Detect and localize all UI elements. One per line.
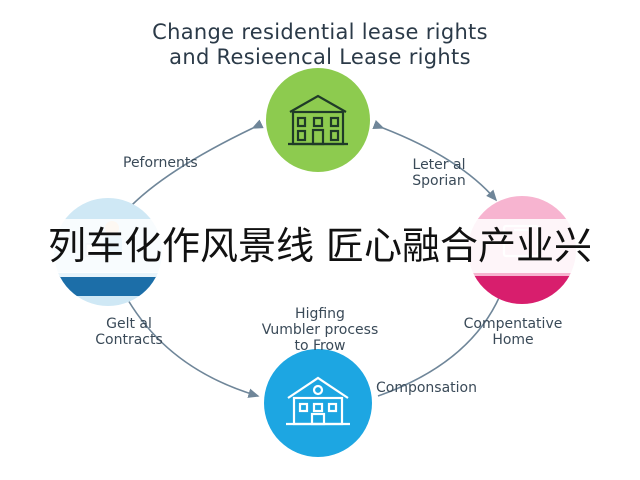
label-top-right-line-1: Leter al	[412, 157, 466, 173]
label-top-left: Pefornents	[123, 155, 198, 171]
label-center-line-2: Vumbler process	[261, 322, 379, 338]
label-bottom-left: Gelt al Contracts	[74, 316, 184, 348]
label-bottom-right: Compentative Home	[450, 316, 576, 348]
diagram-title-line-2: and Resieencal Lease rights	[169, 45, 471, 69]
label-top-right-line-2: Sporian	[412, 173, 466, 189]
label-bottom-left-line-1: Gelt al	[106, 316, 152, 332]
label-center-line-3: to Frow	[294, 338, 346, 354]
label-bottom-right-line-2: Home	[492, 332, 534, 348]
node-bottom	[264, 349, 372, 457]
label-bottom-right-line-1: Compentative	[463, 316, 563, 332]
arrow-top-to-left	[119, 119, 264, 219]
label-center: Higfing Vumbler process to Frow	[238, 306, 402, 354]
house-icon	[286, 376, 350, 426]
label-center-line-1: Higfing	[295, 306, 345, 322]
label-bottom: Componsation	[376, 380, 477, 396]
label-bottom-left-line-2: Contracts	[95, 332, 163, 348]
building-icon	[288, 94, 348, 146]
node-top	[266, 68, 370, 172]
overlay-banner-text: 列车化作风景线 匠心融合产业兴	[0, 219, 640, 273]
diagram-title-line-1: Change residential lease rights	[152, 20, 488, 44]
label-top-right: Leter al Sporian	[404, 157, 474, 189]
arrow-top-to-right	[372, 120, 498, 202]
arrow-left-to-bottom	[118, 289, 260, 398]
